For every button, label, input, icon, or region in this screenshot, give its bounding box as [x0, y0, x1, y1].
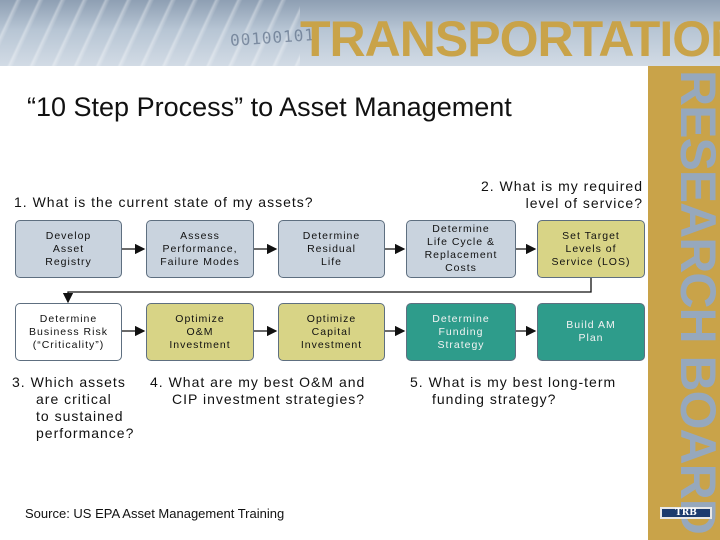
question-5: 5. What is my best long-term funding str… — [410, 374, 617, 407]
source-citation: Source: US EPA Asset Management Training — [25, 506, 285, 521]
banner-graphic — [0, 0, 300, 66]
banner-title: TRANSPORTATION — [300, 11, 720, 66]
question-3: 3. Which assets are critical to sustaine… — [12, 374, 135, 441]
slide-title: “10 Step Process” to Asset Management — [27, 92, 512, 122]
arrow-5-6 — [62, 278, 592, 304]
question-4: 4. What are my best O&M and CIP investme… — [150, 374, 366, 407]
trb-logo: TRB — [660, 507, 712, 519]
header-banner: 00100101 TRANSPORTATION — [0, 0, 720, 66]
question-1: 1. What is the current state of my asset… — [14, 194, 314, 210]
sidebar-band: RESEARCH BOARD TRB — [648, 66, 720, 540]
